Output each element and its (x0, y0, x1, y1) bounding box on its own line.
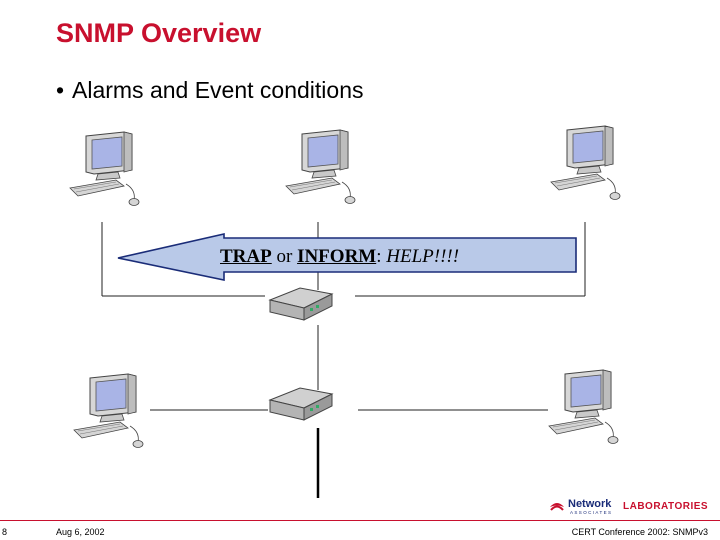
computer-icon (69, 131, 140, 206)
computer-icon (73, 373, 144, 448)
colon-label: : (376, 246, 382, 267)
footer-conference: CERT Conference 2002: SNMPv3 (571, 527, 708, 537)
logo-mark-icon (550, 503, 564, 511)
inform-label: INFORM (297, 246, 377, 267)
bullet-dot: • (56, 77, 65, 103)
slide-number: 8 (2, 527, 8, 537)
footer-rule (0, 520, 720, 521)
trap-message: TRAP or INFORM: HELP!!!! (220, 246, 459, 268)
computer-icon (285, 129, 356, 204)
bullet-item: • Alarms and Event conditions (56, 77, 364, 104)
logo-labs: LABORATORIES (623, 501, 709, 512)
network-device-icon (269, 387, 333, 421)
trap-label: TRAP (220, 246, 272, 267)
or-label: or (276, 246, 293, 267)
help-label: HELP!!!! (386, 246, 460, 267)
network-device-icon (269, 287, 333, 321)
computer-icon (548, 369, 619, 444)
trap-arrow (117, 232, 577, 281)
logo-name: Network (568, 498, 612, 510)
bullet-text: Alarms and Event conditions (72, 77, 364, 103)
slide-title: SNMP Overview (56, 18, 262, 48)
logo-tagline: ASSOCIATES (570, 510, 613, 515)
footer-date: Aug 6, 2002 (56, 527, 105, 537)
computer-icon (550, 125, 621, 200)
company-logo: Network ASSOCIATES LABORATORIES (548, 498, 713, 518)
